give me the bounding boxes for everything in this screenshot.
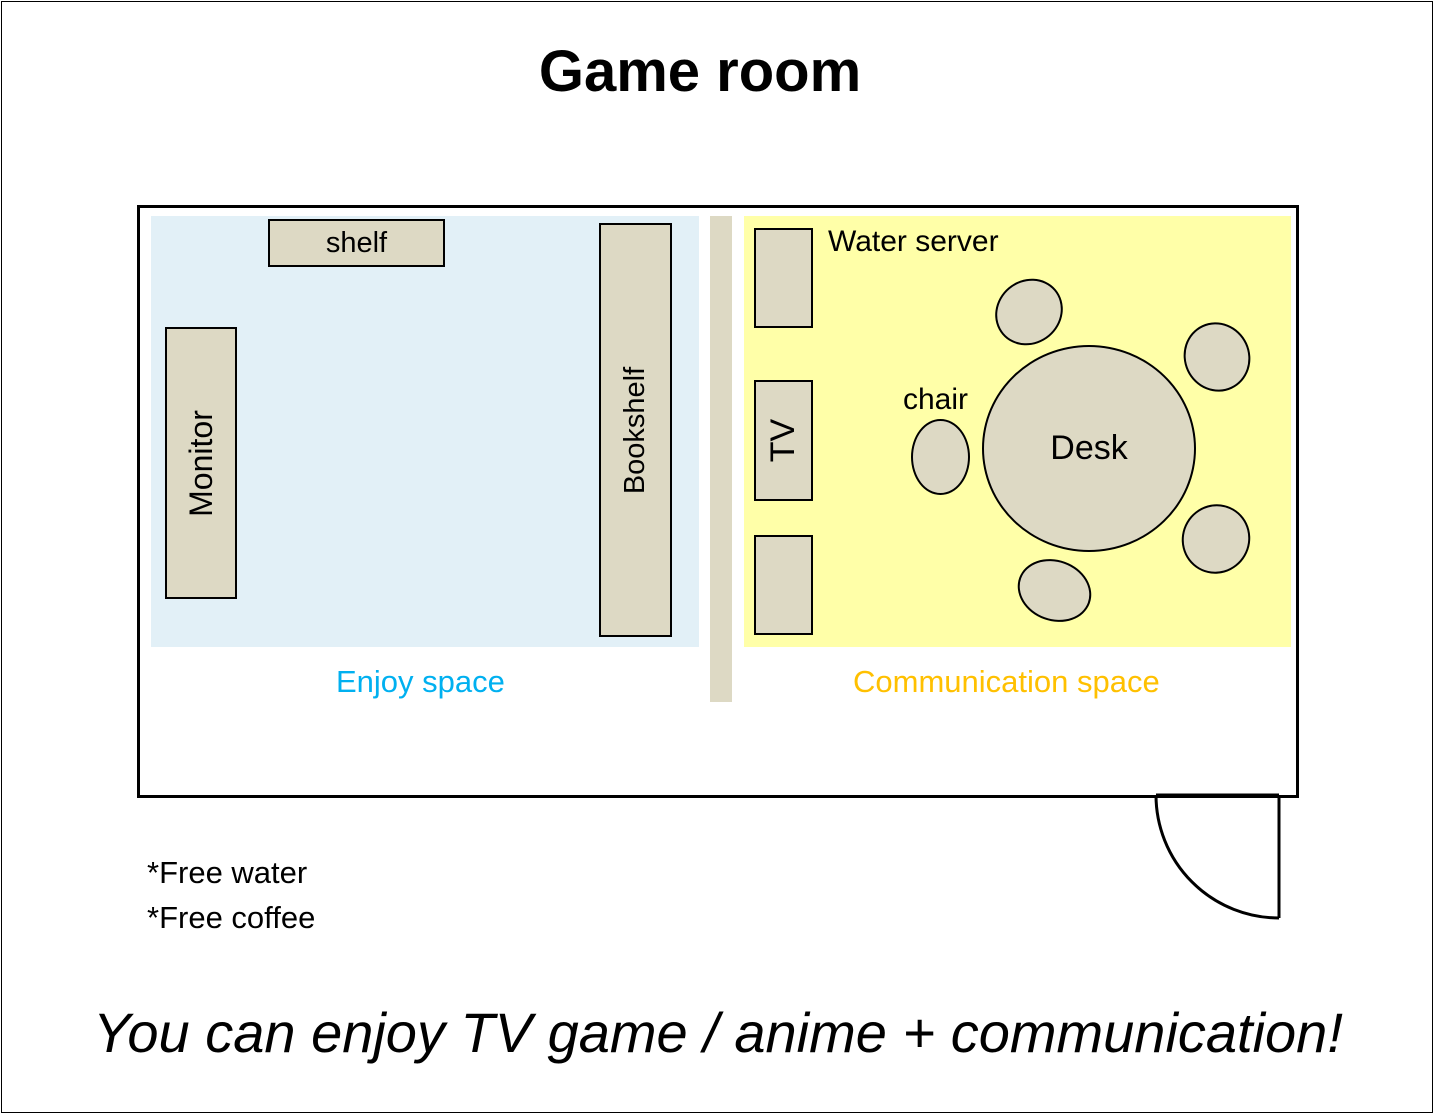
desk-label: Desk	[1050, 429, 1128, 467]
shelf: shelf	[268, 219, 445, 267]
chair-label: chair	[903, 383, 969, 416]
tv-label: TV	[763, 418, 802, 463]
partition-wall	[710, 216, 732, 702]
chair	[911, 419, 970, 495]
enjoy-space-label: Enjoy space	[336, 664, 505, 699]
bookshelf: Bookshelf	[599, 223, 672, 637]
communication-space-label: Communication space	[853, 664, 1160, 699]
monitor: Monitor	[165, 327, 237, 599]
slogan: You can enjoy TV game / anime + communic…	[93, 1001, 1343, 1064]
notes-list: *Free water *Free coffee	[147, 850, 315, 940]
bookshelf-label: Bookshelf	[619, 366, 652, 494]
water-server	[754, 228, 813, 328]
note-free-coffee: *Free coffee	[147, 900, 316, 935]
door-icon	[1154, 793, 1281, 920]
note-free-water: *Free water	[147, 855, 308, 890]
page-title: Game room	[538, 39, 862, 104]
water-server-label: Water server	[828, 225, 999, 258]
monitor-label: Monitor	[182, 409, 219, 517]
shelf-label: shelf	[325, 226, 388, 259]
desk: Desk	[982, 345, 1196, 552]
cabinet	[754, 535, 813, 635]
tv: TV	[754, 380, 813, 501]
